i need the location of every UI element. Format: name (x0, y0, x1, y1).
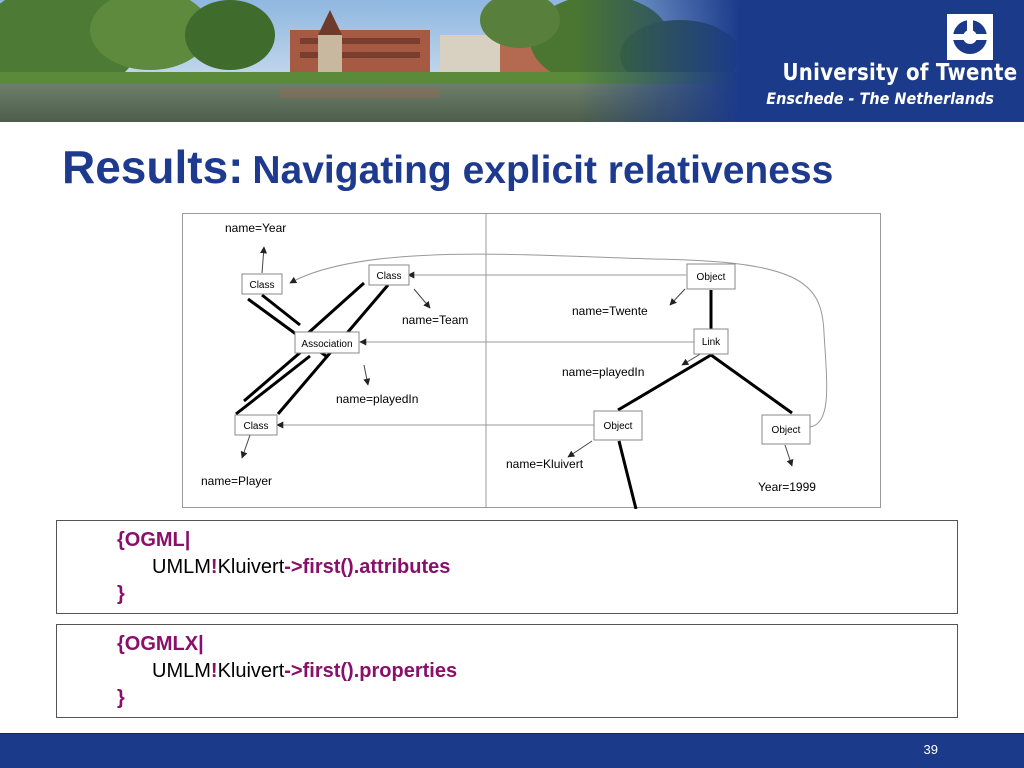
class-team-label: Class (376, 271, 401, 282)
code-arrow: -> (284, 556, 303, 578)
label-name-year: name=Year (225, 221, 286, 235)
label-meta-playedin: name=playedIn (336, 392, 418, 406)
label-name-kluivert: name=Kluivert (506, 457, 584, 471)
title-subtitle: Navigating explicit relativeness (252, 149, 834, 192)
code-name: Kluivert (217, 556, 285, 578)
code-prefix: UMLM (152, 660, 211, 682)
object-twente-node: Object (686, 263, 736, 290)
class-year-label: Class (249, 280, 274, 291)
link-node: Link (693, 328, 729, 355)
code-call: first().attributes (302, 556, 451, 578)
code-expression: UMLM!Kluivert->first().attributes (152, 554, 450, 581)
header-banner: University of Twente Enschede - The Neth… (0, 0, 1024, 122)
slide-title: Results: Navigating explicit relativenes… (62, 140, 833, 194)
association-node: Association (294, 331, 360, 354)
university-location: Enschede - The Netherlands (766, 89, 994, 108)
object-year-node: Object (761, 414, 811, 445)
label-model-playedin: name=playedIn (562, 365, 644, 379)
code-call: first().properties (302, 660, 458, 682)
university-logo-icon (947, 14, 993, 60)
label-name-team: name=Team (402, 313, 468, 327)
code-name: Kluivert (217, 660, 285, 682)
code-arrow: -> (284, 660, 303, 682)
association-label: Association (301, 339, 352, 350)
code-box-ogmlx: {OGMLX| UMLM!Kluivert->first().propertie… (56, 624, 958, 718)
footer-bar: 39 (0, 733, 1024, 768)
label-year-1999: Year=1999 (758, 480, 816, 494)
code-close: } (117, 687, 125, 709)
code-bang: ! (210, 556, 218, 578)
campus-photo (0, 0, 740, 122)
object-twente-label: Object (697, 272, 726, 283)
code-prefix: UMLM (152, 556, 211, 578)
code-open: {OGMLX| (117, 633, 204, 655)
code-open: {OGML| (117, 529, 191, 551)
object-kluivert-node: Object (593, 410, 643, 441)
code-close: } (117, 583, 125, 605)
class-team-node: Class (368, 264, 410, 286)
class-player-label: Class (243, 421, 268, 432)
title-main: Results: (62, 141, 244, 193)
link-label: Link (702, 337, 721, 348)
diagram-frame (182, 213, 881, 508)
label-name-twente: name=Twente (572, 304, 648, 318)
label-name-player: name=Player (201, 474, 272, 488)
class-player-node: Class (234, 414, 278, 436)
object-year-label: Object (772, 425, 801, 436)
relativeness-diagram: Class Class Association Class Object Lin… (182, 213, 881, 509)
university-name: University of Twente (782, 60, 1018, 86)
object-kluivert-label: Object (604, 421, 633, 432)
code-bang: ! (210, 660, 218, 682)
code-box-ogml: {OGML| UMLM!Kluivert->first().attributes… (56, 520, 958, 614)
page-number: 39 (923, 742, 938, 757)
code-expression: UMLM!Kluivert->first().properties (152, 658, 457, 685)
class-year-node: Class (241, 273, 283, 295)
